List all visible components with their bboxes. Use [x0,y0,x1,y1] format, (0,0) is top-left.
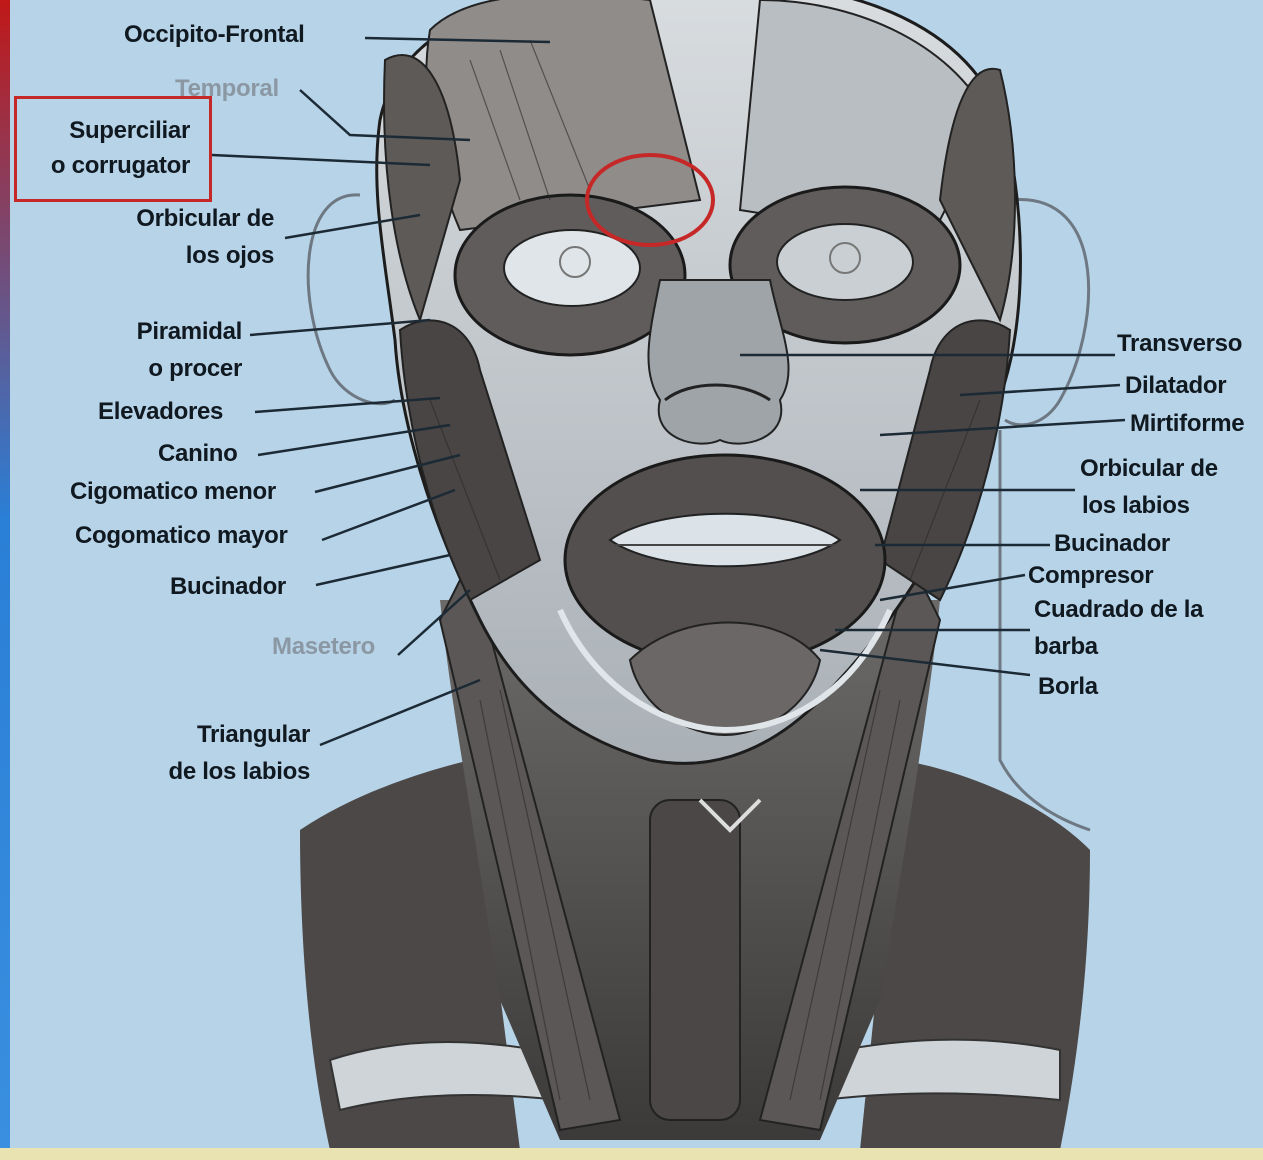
label-cuadrado-line2: barba [1034,628,1203,665]
label-mirtiforme: Mirtiforme [1130,405,1244,442]
label-orbicular-ojos-line1: Orbicular de [100,200,274,237]
label-triangular-line2: de los labios [120,753,310,790]
label-superciliar-line1: Superciliar [26,112,190,149]
label-bucinador-left: Bucinador [170,568,286,605]
label-cogomatico-mayor: Cogomatico mayor [75,517,288,554]
label-elevadores: Elevadores [98,393,223,430]
label-cigomatico-menor: Cigomatico menor [70,473,276,510]
label-piramidal-line2: o procer [100,350,242,387]
label-transverso: Transverso [1117,325,1242,362]
label-piramidal: Piramidal o procer [100,313,242,387]
label-orbicular-labios-line1: Orbicular de [1080,450,1218,487]
label-compresor: Compresor [1028,557,1153,594]
label-occipito-frontal: Occipito-Frontal [124,16,305,53]
nose [648,280,788,444]
label-orbicular-ojos-line2: los ojos [100,237,274,274]
label-cuadrado: Cuadrado de la barba [1034,591,1203,665]
label-canino: Canino [158,435,238,472]
label-borla: Borla [1038,668,1098,705]
label-superciliar: Superciliar o corrugator [26,112,190,184]
label-orbicular-ojos: Orbicular de los ojos [100,200,274,274]
label-superciliar-line2: o corrugator [26,147,190,184]
label-temporal: Temporal [175,70,279,107]
label-triangular-line1: Triangular [120,716,310,753]
label-masetero: Masetero [272,628,375,665]
label-cuadrado-line1: Cuadrado de la [1034,591,1203,628]
label-orbicular-labios-line2: los labios [1080,487,1218,524]
label-piramidal-line1: Piramidal [100,313,242,350]
label-triangular: Triangular de los labios [120,716,310,790]
label-dilatador: Dilatador [1125,367,1226,404]
bottom-strip [0,1148,1263,1160]
label-orbicular-labios: Orbicular de los labios [1080,450,1218,524]
